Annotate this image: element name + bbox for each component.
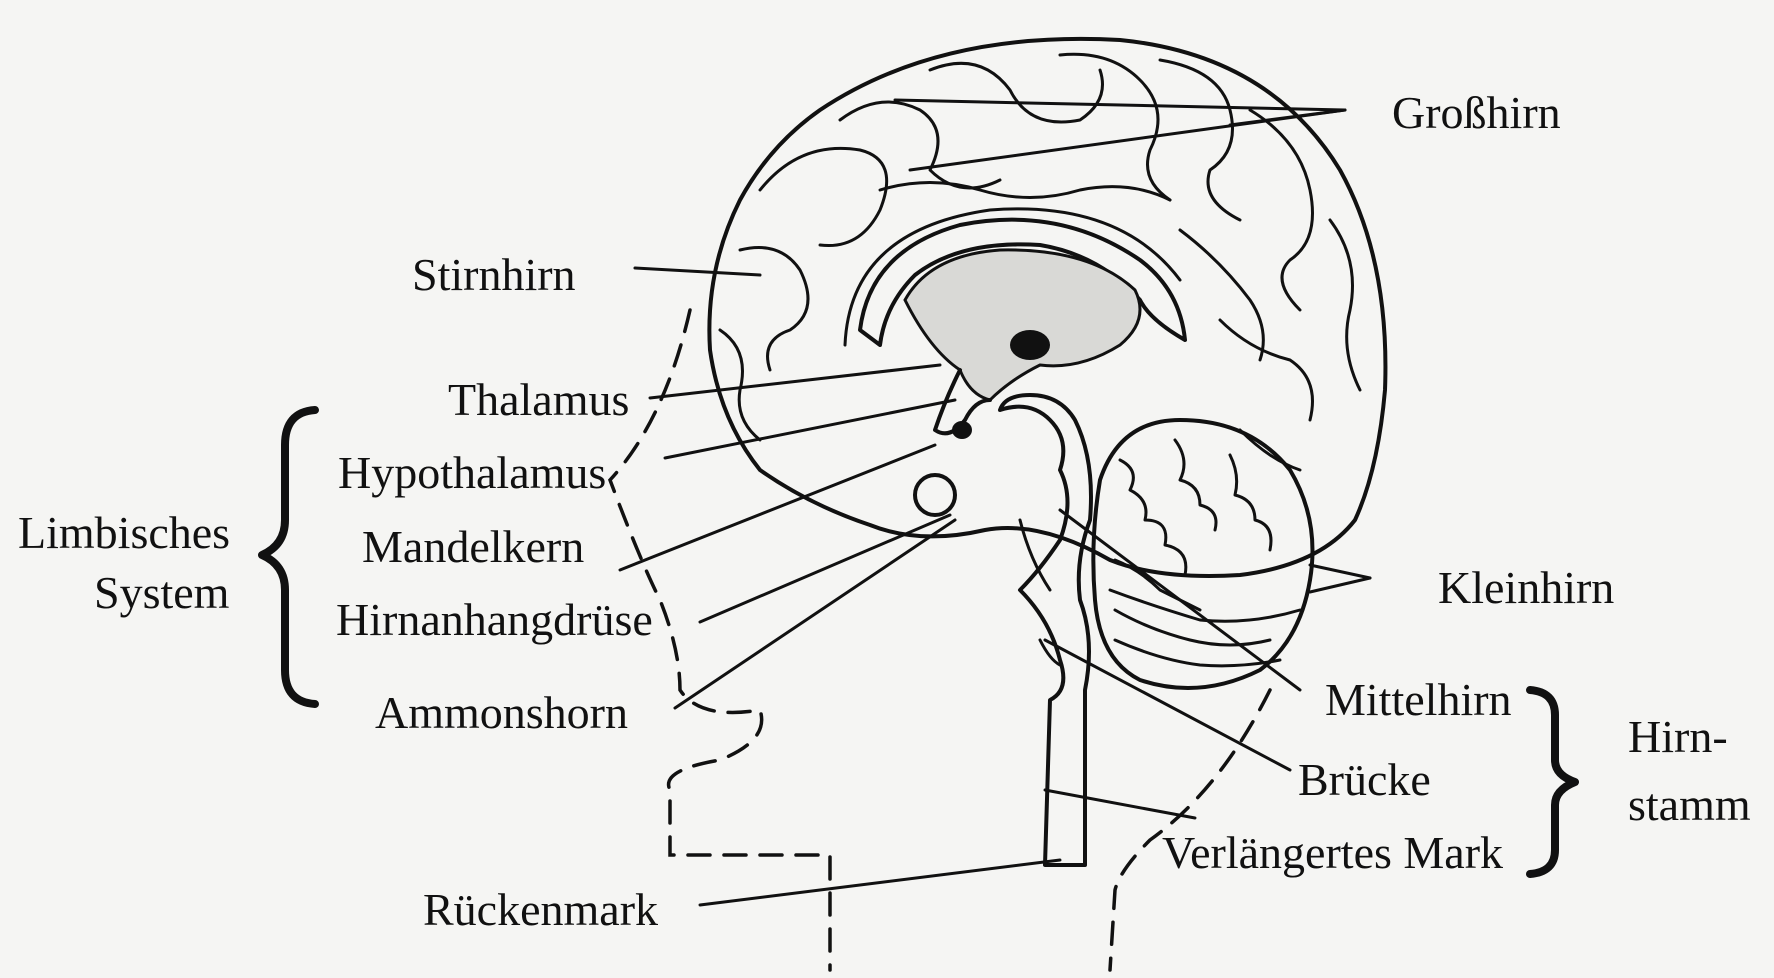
label-system: System xyxy=(94,567,230,618)
label-grosshirn: Großhirn xyxy=(1392,87,1561,138)
label-mandelkern: Mandelkern xyxy=(362,521,584,572)
label-kleinhirn: Kleinhirn xyxy=(1438,562,1614,613)
label-hirnanhangdruese: Hirnanhangdrüse xyxy=(336,594,653,645)
label-stamm: stamm xyxy=(1628,779,1751,830)
label-bruecke: Brücke xyxy=(1298,754,1431,805)
label-limbisches: Limbisches xyxy=(18,507,230,558)
label-hirn: Hirn- xyxy=(1628,711,1728,762)
label-stirnhirn: Stirnhirn xyxy=(412,249,576,300)
label-verlaengertes-mark: Verlängertes Mark xyxy=(1162,827,1503,878)
label-mittelhirn: Mittelhirn xyxy=(1325,674,1512,725)
label-ammonshorn: Ammonshorn xyxy=(375,687,628,738)
label-rueckenmark: Rückenmark xyxy=(423,884,658,935)
label-hypothalamus: Hypothalamus xyxy=(338,447,606,498)
label-thalamus: Thalamus xyxy=(448,374,629,425)
